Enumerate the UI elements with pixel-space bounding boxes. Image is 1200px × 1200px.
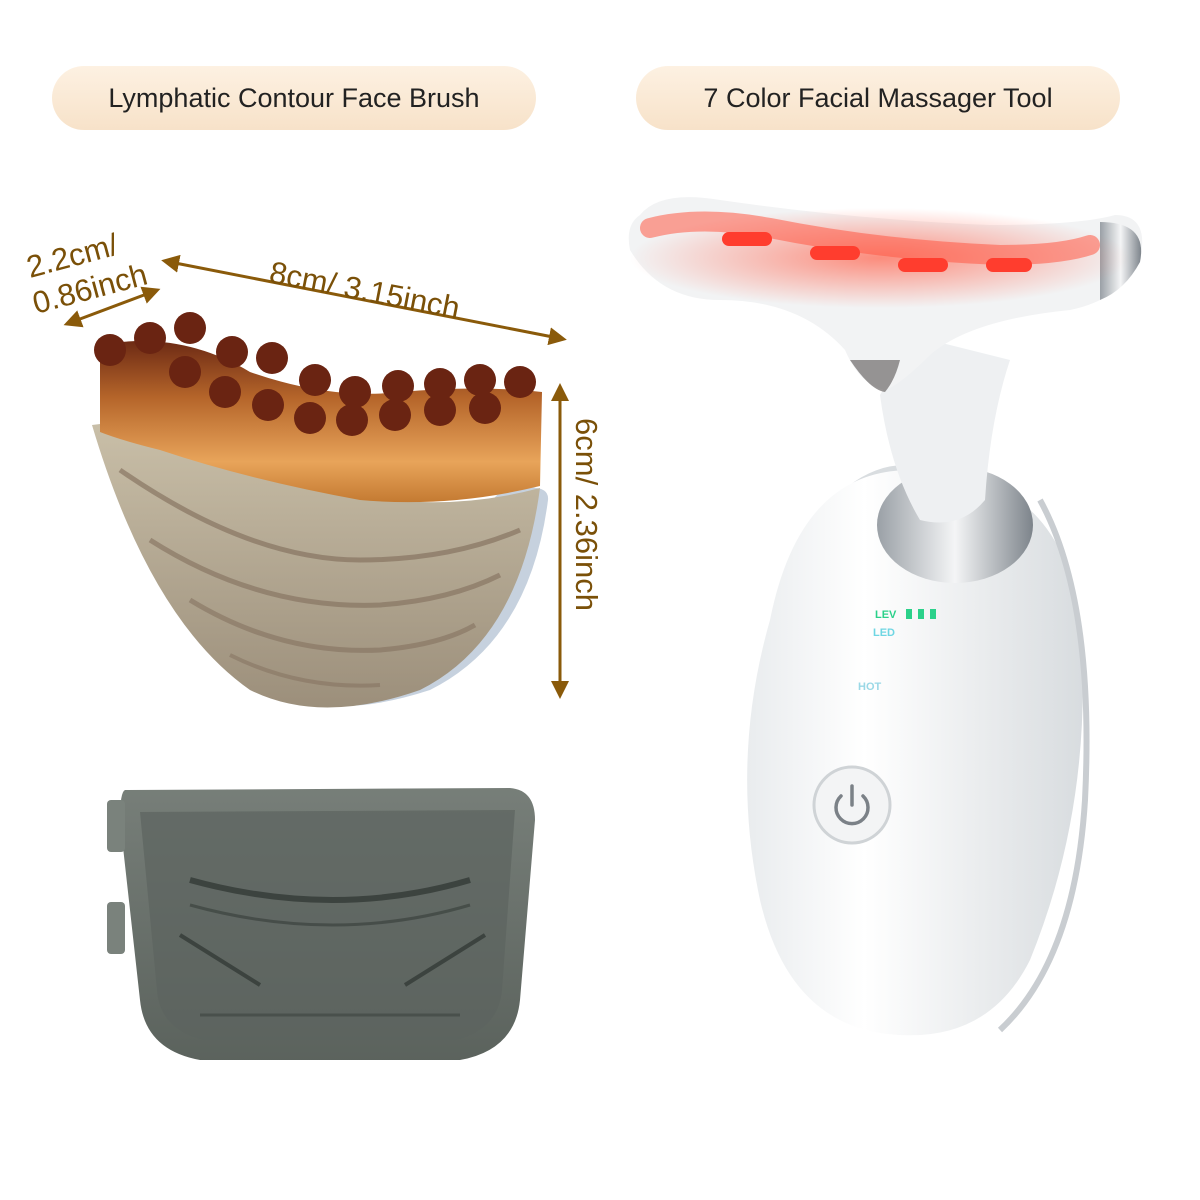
led-1 [722,232,772,246]
hot-indicator-label: HOT [858,681,882,693]
contour-brush [92,312,549,708]
power-icon [834,784,870,826]
power-button[interactable] [812,765,892,845]
length-label: 8cm/ 3.15inch [267,255,463,326]
height-label: 6cm/ 2.36inch [569,418,604,611]
facial-massager: LEV LED HOT [628,197,1143,1036]
length-dimension-line [161,254,567,346]
level-indicator-label: LEV [875,609,897,621]
brush-title-banner: Lymphatic Contour Face Brush [52,66,536,130]
led-2 [810,246,860,260]
led-indicator-label: LED [873,627,895,639]
brush-title: Lymphatic Contour Face Brush [108,82,480,113]
massager-title: 7 Color Facial Massager Tool [703,82,1053,113]
massager-title-banner: 7 Color Facial Massager Tool [636,66,1120,130]
led-4 [986,258,1032,272]
width-dimension-line [63,286,161,328]
brush-storage-case [107,788,535,1060]
led-3 [898,258,948,272]
